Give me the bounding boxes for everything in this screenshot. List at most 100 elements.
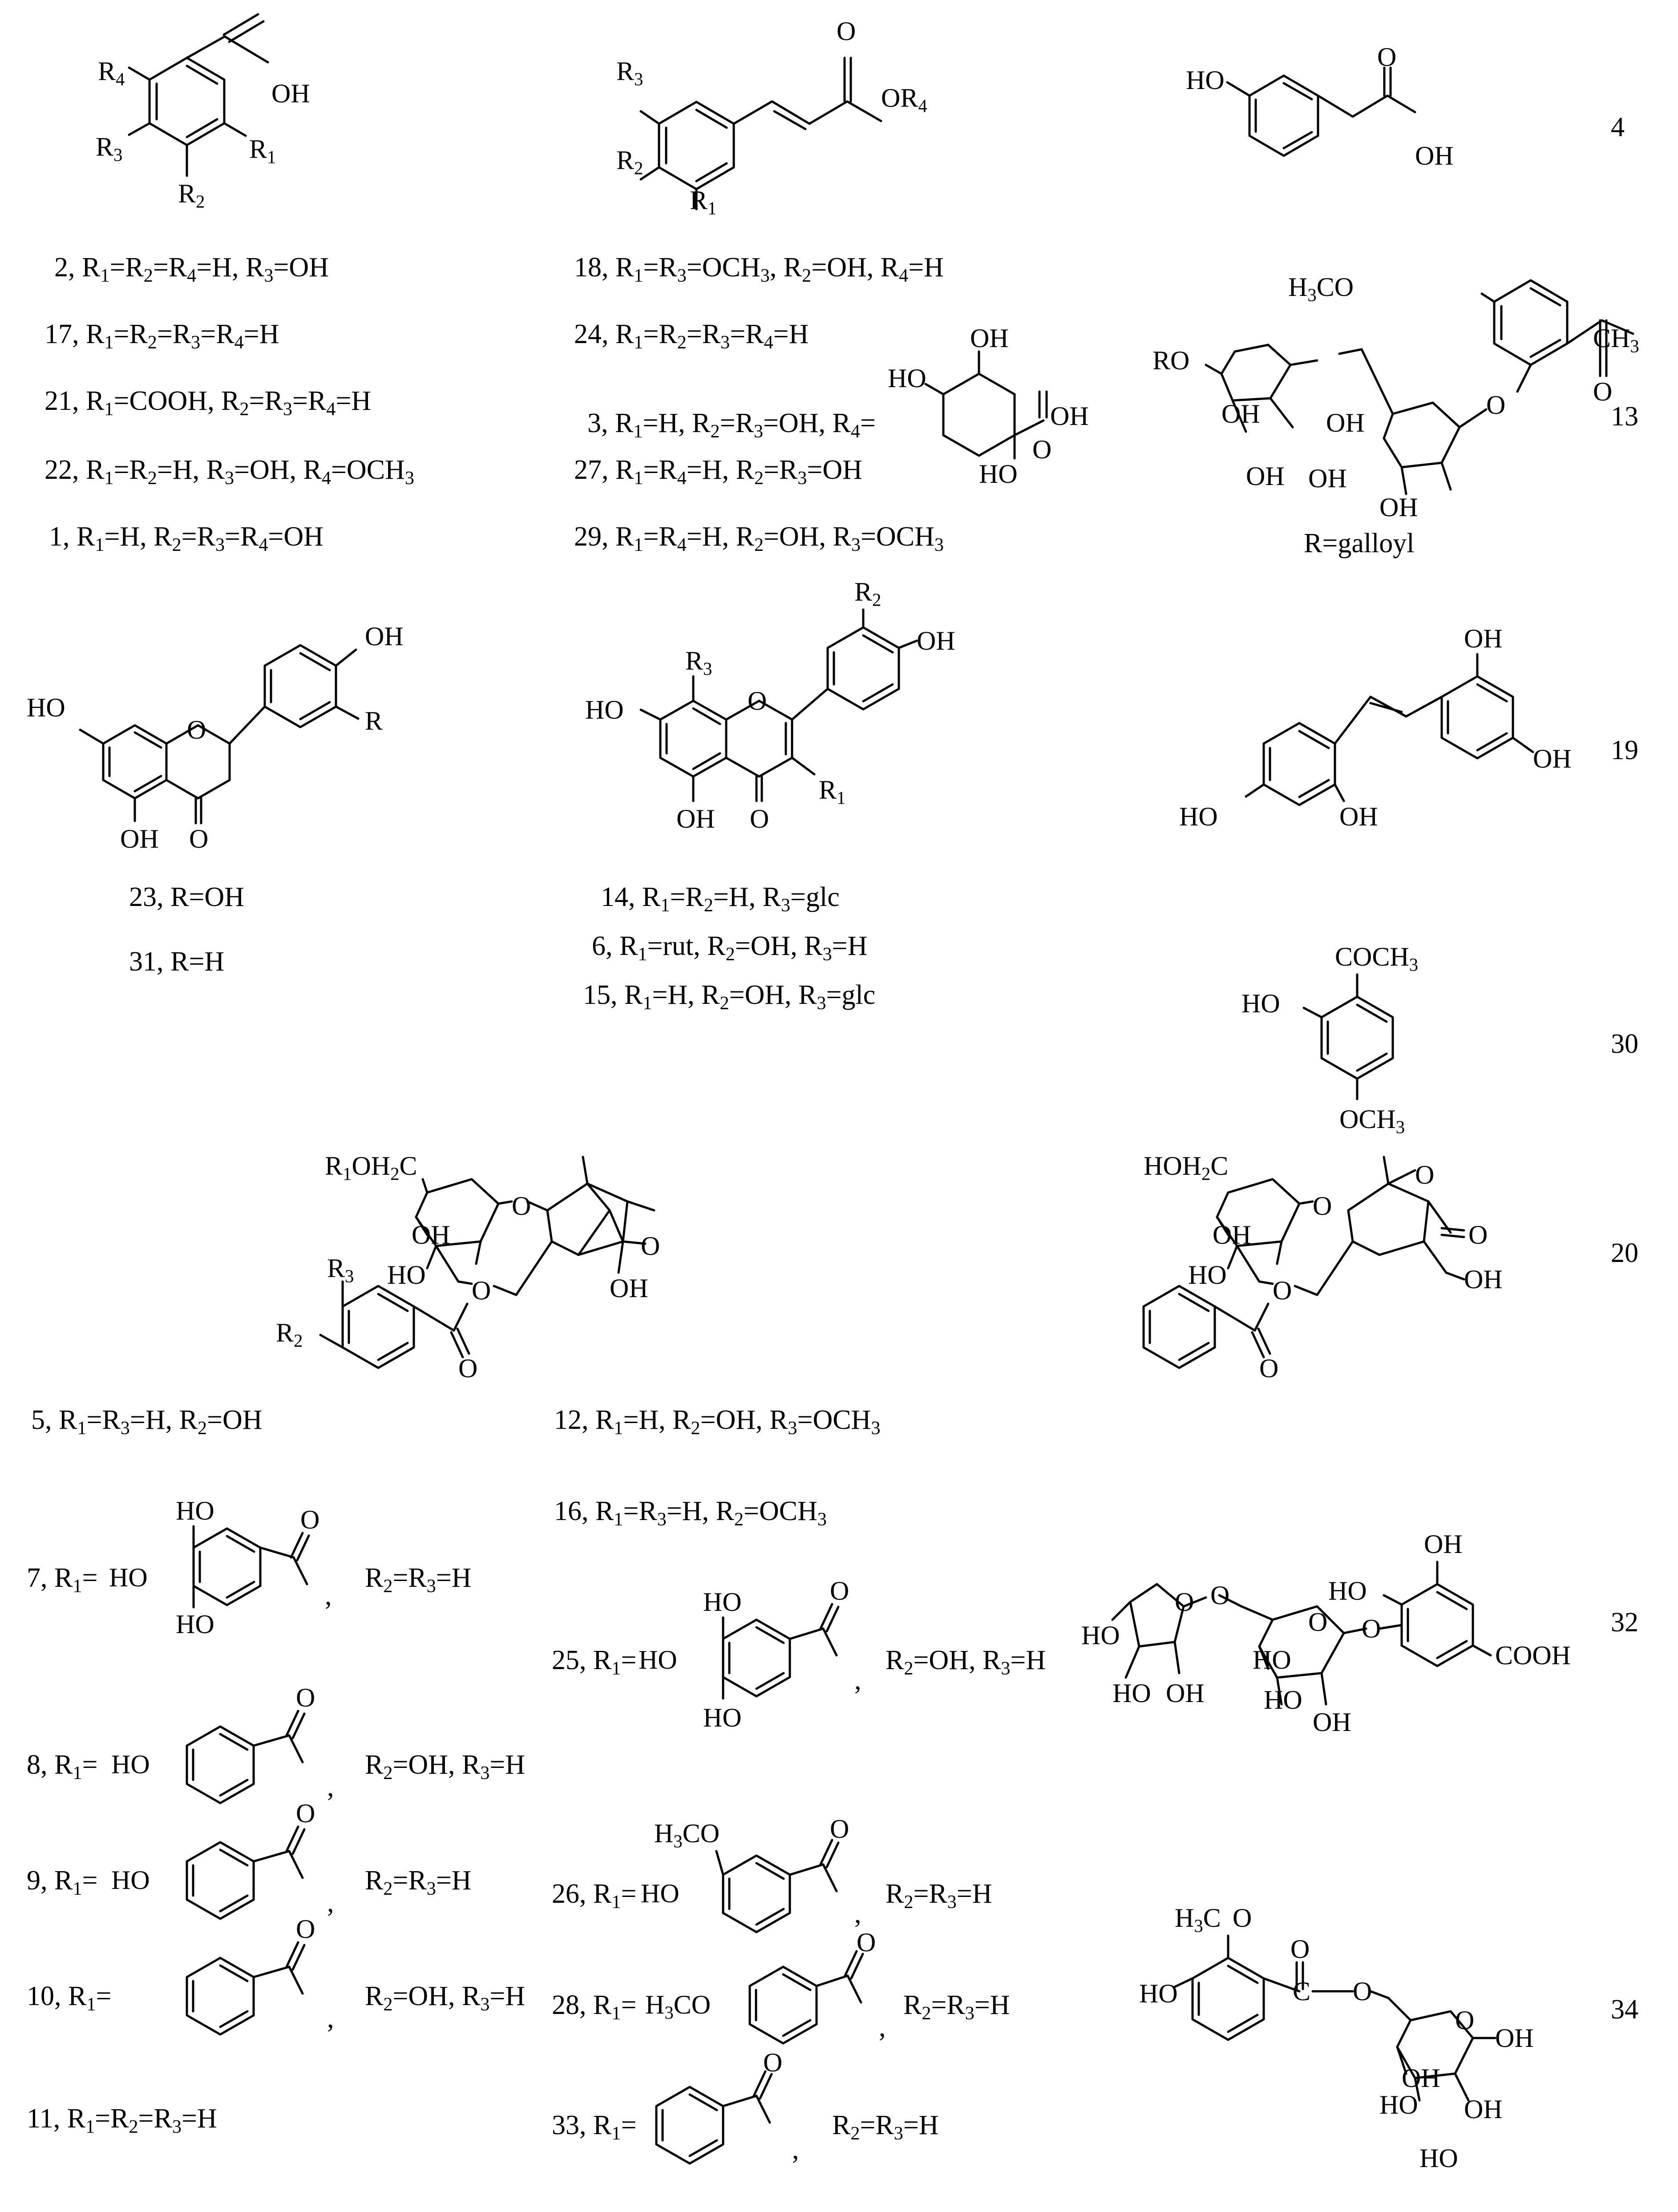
- o-label: O: [1290, 1934, 1310, 1964]
- coch3-label: COCH3: [1335, 942, 1419, 975]
- compound-13-structure: [1205, 279, 1634, 495]
- cinnamic-ester-core: [639, 57, 882, 210]
- o-label: O: [1259, 1354, 1279, 1383]
- r3-label: R3: [327, 1254, 354, 1286]
- oh-label: OH: [1495, 2023, 1534, 2053]
- oh-label: OH: [1415, 141, 1454, 170]
- flavone-variant-6: 6, R1=rut, R2=OH, R3=H: [592, 931, 868, 965]
- comma: ,: [327, 2003, 334, 2034]
- compound-19-structure: [1245, 653, 1534, 806]
- o-label: O: [512, 1191, 531, 1221]
- benzoic-variant-1: 1, R1=H, R2=R3=R4=OH: [49, 522, 323, 555]
- cooh-label: COOH: [1495, 1641, 1571, 1670]
- oh-label: OH: [1213, 1220, 1251, 1250]
- r3-label: R3: [685, 646, 712, 679]
- o-label: O: [748, 686, 767, 716]
- ho-label: HO: [1112, 1678, 1151, 1708]
- cinnamic-variant-3: 3, R1=H, R2=R3=OH, R4=: [587, 408, 876, 442]
- oh-label: OH: [676, 804, 715, 833]
- acyl-26-prefix: 26, R1=: [552, 1879, 637, 1913]
- ho-label: HO: [641, 1879, 679, 1908]
- r2-label: R2: [178, 179, 205, 212]
- o-label: O: [1468, 1220, 1488, 1250]
- oh-label: OH: [1339, 802, 1378, 831]
- ho-label: HO: [27, 693, 65, 722]
- r1-label: R1: [249, 134, 276, 167]
- o-label: O: [1362, 1614, 1381, 1643]
- o-label: O: [1175, 1587, 1194, 1617]
- o-label: O: [1455, 2006, 1475, 2035]
- oh-label: OH: [365, 622, 404, 651]
- acyl-9-suffix: R2=R3=H: [365, 1865, 472, 1899]
- comma: ,: [327, 1772, 334, 1802]
- o-label: O: [458, 1354, 478, 1383]
- flavanone-variant-23: 23, R=OH: [129, 882, 244, 912]
- acyl-9-prefix: 9, R1=: [27, 1865, 98, 1899]
- paeoniflorin-variant-12: 12, R1=H, R2=OH, R3=OCH3: [554, 1405, 881, 1439]
- compound-number-19: 19: [1611, 735, 1638, 765]
- hoh2c-label: HOH2C: [1144, 1151, 1229, 1184]
- acyl-10-prefix: 10, R1=: [27, 1981, 112, 2015]
- ho-label: HO: [1139, 1979, 1178, 2008]
- quinic-acid-ring: [924, 350, 1048, 460]
- r2-label: R2: [854, 577, 881, 610]
- ro-label: RO: [1152, 346, 1190, 375]
- o-label: O: [763, 2048, 783, 2077]
- o-label: O: [1273, 1276, 1292, 1305]
- o-label: O: [1415, 1160, 1435, 1189]
- flavone-variant-14: 14, R1=R2=H, R3=glc: [601, 882, 840, 916]
- ho-label: HO: [1419, 2143, 1458, 2173]
- oh-label: OH: [1379, 493, 1418, 522]
- comma: ,: [854, 1665, 861, 1695]
- compound-number-20: 20: [1611, 1238, 1638, 1268]
- acyl-25-prefix: 25, R1=: [552, 1645, 637, 1679]
- ho-label: HO: [1179, 802, 1218, 831]
- o-label: O: [296, 1683, 315, 1712]
- ho-label: HO: [176, 1609, 214, 1639]
- ho-label: HO: [1253, 1645, 1291, 1674]
- oh-label: OH: [271, 79, 310, 108]
- oh-label: OH: [120, 824, 159, 853]
- o-label: O: [296, 1914, 315, 1944]
- ho-label: HO: [1186, 65, 1225, 95]
- cinnamic-variant-29: 29, R1=R4=H, R2=OH, R3=OCH3: [574, 522, 944, 555]
- ho-label: HO: [1241, 989, 1280, 1018]
- acyl-26-suffix: R2=R3=H: [885, 1879, 992, 1913]
- r4-label: R4: [98, 57, 125, 89]
- compound-32-structure: [1111, 1561, 1492, 1706]
- oh-label: OH: [1464, 1265, 1503, 1294]
- compound-number-32: 32: [1611, 1607, 1638, 1638]
- h3co-label: H3CO: [654, 1819, 720, 1852]
- benzoic-variant-22: 22, R1=R2=H, R3=OH, R4=OCH3: [44, 455, 414, 489]
- paeoniflorin-core: [319, 1156, 655, 1369]
- acyl-11-text: 11, R1=R2=R3=H: [27, 2103, 217, 2137]
- quinic-ho-label: HO: [888, 364, 926, 393]
- r2-label: R2: [616, 146, 643, 178]
- o-label: O: [837, 16, 856, 46]
- acyl-28-prefix: 28, R1=: [552, 1990, 637, 2024]
- ho-label: HO: [387, 1260, 426, 1290]
- compound-20-structure: [1142, 1156, 1465, 1369]
- comma: ,: [854, 1899, 861, 1929]
- ch3-label: CH3: [1593, 324, 1639, 356]
- acyl-7-prefix: 7, R1=: [27, 1563, 98, 1597]
- paeoniflorin-variant-5: 5, R1=R3=H, R2=OH: [31, 1405, 263, 1439]
- r2-label: R2: [276, 1318, 303, 1351]
- ho-label: HO: [109, 1563, 148, 1592]
- compound-number-30: 30: [1611, 1029, 1638, 1059]
- o-label: O: [472, 1276, 491, 1305]
- ho-label: HO: [1328, 1576, 1367, 1605]
- ho-label: HO: [1188, 1260, 1227, 1290]
- cinnamic-variant-24: 24, R1=R2=R3=R4=H: [574, 319, 809, 353]
- c-label: C: [1293, 1977, 1311, 2006]
- oh-label: OH: [1308, 464, 1347, 493]
- comma: ,: [879, 2012, 886, 2042]
- oh-label: OH: [1464, 624, 1503, 653]
- oh-label: OH: [610, 1274, 648, 1303]
- r1oh2c-label: R1OH2C: [325, 1151, 417, 1184]
- acyl-10-suffix: R2=OH, R3=H: [365, 1981, 526, 2015]
- ho-label: HO: [1264, 1685, 1302, 1715]
- o-label: O: [857, 1928, 876, 1957]
- compound-34-structure: [1173, 1934, 1496, 2102]
- ho-label: HO: [111, 1750, 150, 1779]
